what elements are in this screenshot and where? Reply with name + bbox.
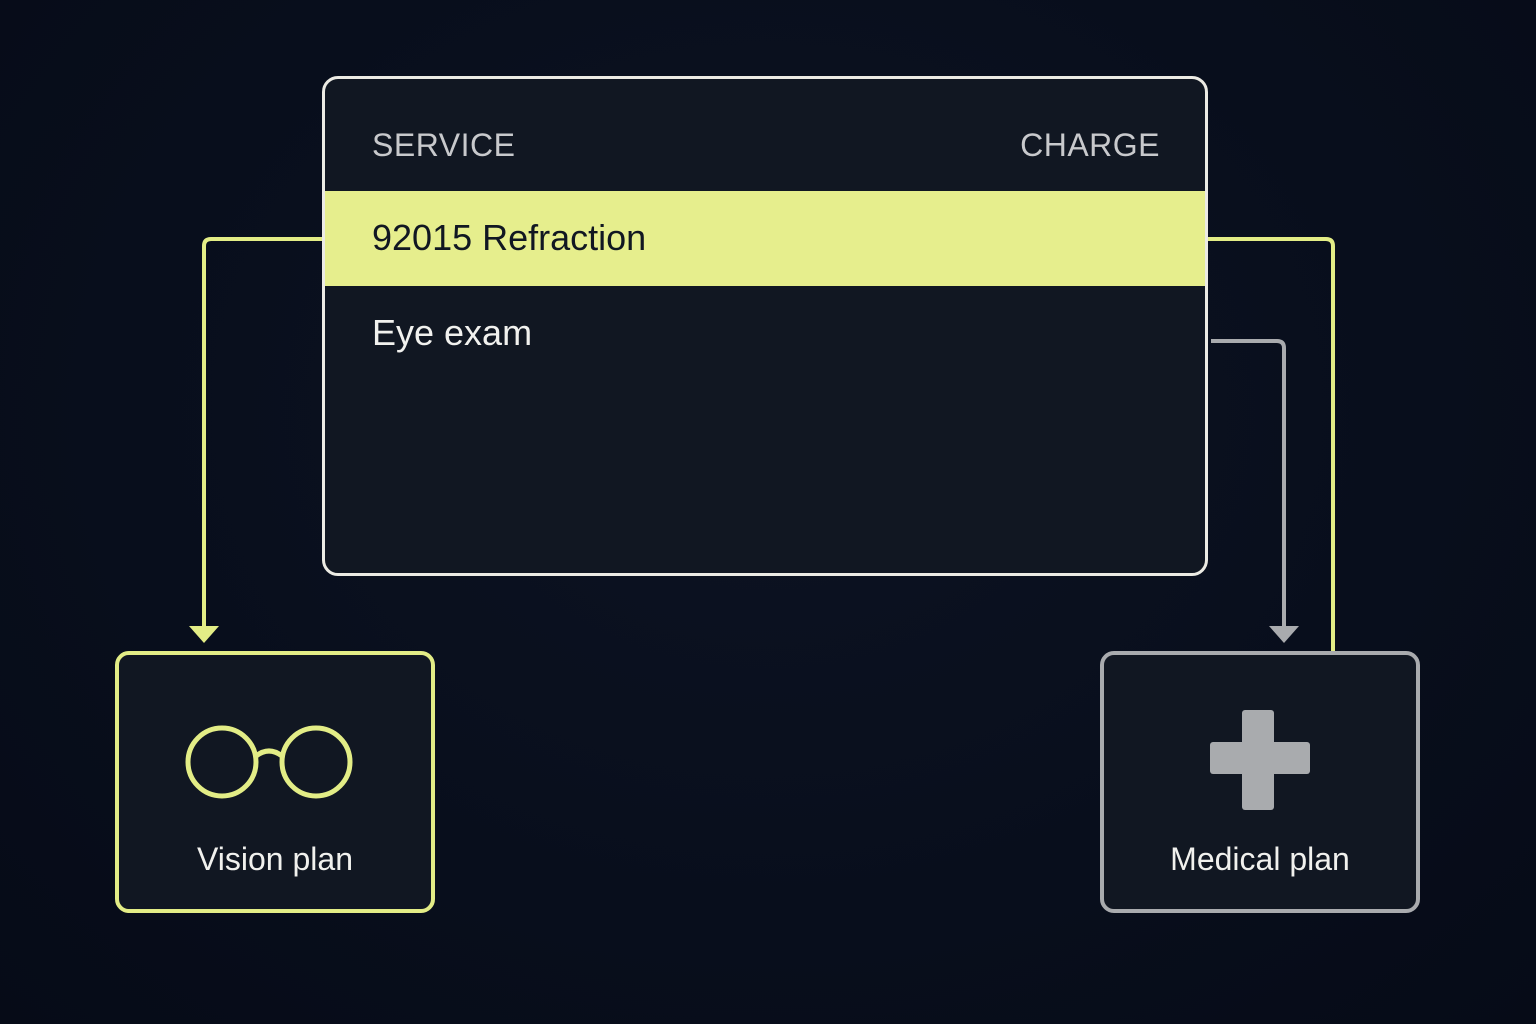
service-charge-table: SERVICE CHARGE 92015 Refraction Eye exam — [322, 76, 1208, 576]
connector-refraction-to-medical — [1208, 237, 1335, 651]
arrowhead-medical — [1269, 626, 1299, 643]
medical-plan-box[interactable]: Medical plan — [1100, 651, 1420, 913]
connector-eye-exam-to-medical — [1211, 339, 1286, 628]
column-header-service: SERVICE — [372, 127, 516, 163]
table-header: SERVICE CHARGE — [325, 79, 1205, 191]
table-row-refraction[interactable]: 92015 Refraction — [325, 191, 1205, 286]
table-row-eye-exam[interactable]: Eye exam — [325, 286, 1205, 381]
medical-cross-icon — [1104, 695, 1416, 825]
column-header-charge: CHARGE — [1020, 127, 1160, 163]
row-label-refraction: 92015 Refraction — [372, 217, 647, 258]
medical-plan-label: Medical plan — [1170, 841, 1350, 877]
vision-plan-label: Vision plan — [197, 841, 353, 877]
connector-refraction-to-vision — [202, 237, 322, 628]
row-label-eye-exam: Eye exam — [372, 312, 533, 353]
arrowhead-vision — [189, 626, 219, 643]
glasses-icon — [119, 695, 431, 825]
vision-plan-box[interactable]: Vision plan — [115, 651, 435, 913]
